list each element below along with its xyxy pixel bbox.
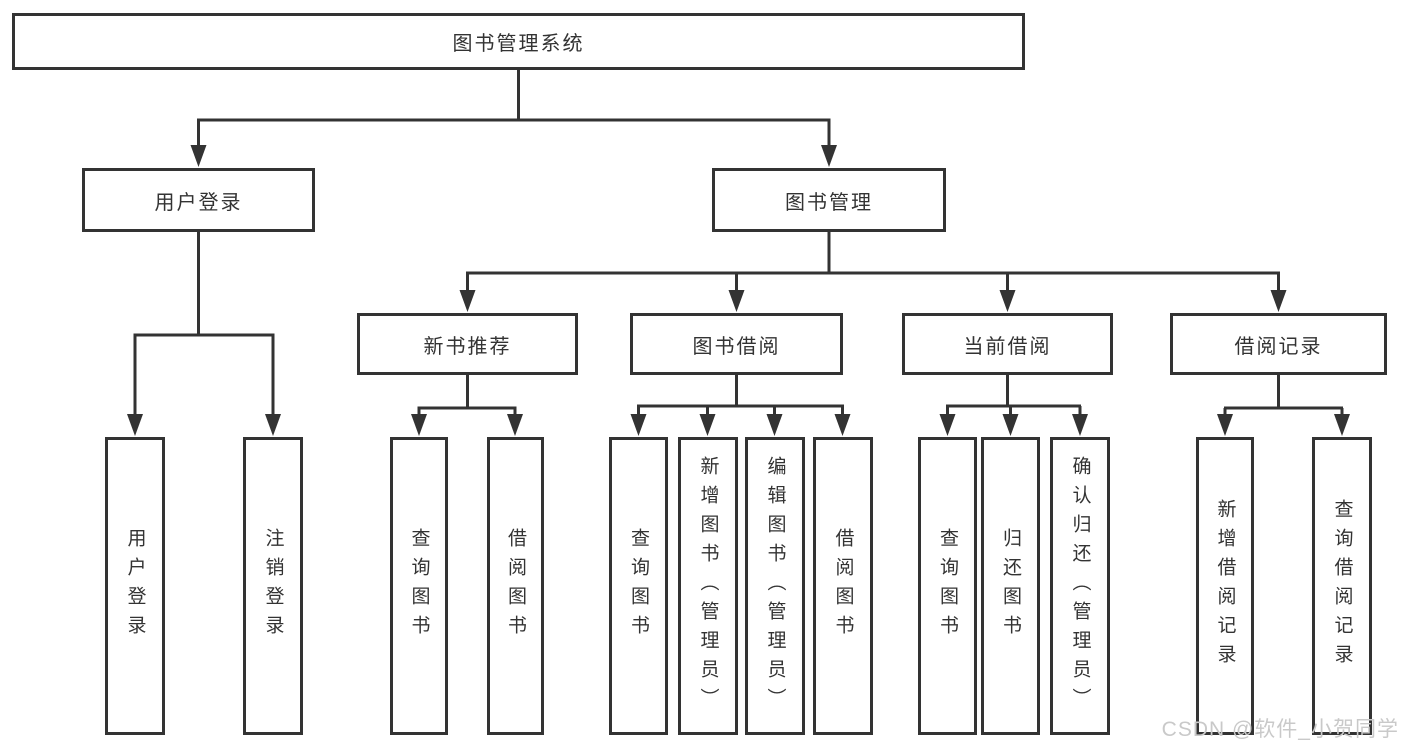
node-borrowing-records-label: 借阅记录: [1234, 335, 1323, 358]
leaf-query-books-current-label: 查询图书: [937, 528, 958, 644]
leaf-borrow-books-label: 借阅图书: [832, 528, 854, 644]
leaf-query-books-current: 查询图书: [918, 437, 977, 735]
leaf-query-books-borrowing-label: 查询图书: [628, 528, 649, 644]
leaf-borrow-books: 借阅图书: [813, 437, 873, 735]
leaf-user-login-label: 用户登录: [124, 528, 146, 644]
leaf-query-borrow-record-label: 查询借阅记录: [1331, 499, 1353, 673]
connector-new-book-recommend-children: [411, 375, 523, 436]
node-new-book-recommend: 新书推荐: [357, 313, 578, 375]
leaf-confirm-return-admin-label: 确认归还（管理员）: [1069, 455, 1091, 717]
node-current-borrowing: 当前借阅: [902, 313, 1113, 375]
node-root: 图书管理系统: [12, 13, 1025, 70]
connector-book-borrowing-children: [630, 375, 851, 436]
leaf-add-borrow-record-label: 新增借阅记录: [1214, 499, 1236, 673]
leaf-logout: 注销登录: [243, 437, 303, 735]
leaf-query-books-recommend: 查询图书: [390, 437, 448, 735]
leaf-query-borrow-record: 查询借阅记录: [1312, 437, 1372, 735]
node-borrowing-records: 借阅记录: [1170, 313, 1387, 375]
connector-current-borrowing-children: [939, 375, 1088, 436]
leaf-add-book-admin-label: 新增图书（管理员）: [697, 455, 719, 717]
leaf-query-books-recommend-label: 查询图书: [408, 528, 430, 644]
node-root-label: 图书管理系统: [452, 33, 585, 55]
leaf-borrow-books-recommend: 借阅图书: [487, 437, 544, 735]
node-book-management: 图书管理: [712, 168, 946, 232]
connector-borrowing-records-children: [1217, 375, 1350, 436]
leaf-add-book-admin: 新增图书（管理员）: [678, 437, 738, 735]
node-book-borrowing: 图书借阅: [630, 313, 843, 375]
leaf-edit-book-admin: 编辑图书（管理员）: [745, 437, 805, 735]
leaf-return-books: 归还图书: [981, 437, 1040, 735]
node-user-login: 用户登录: [82, 168, 315, 232]
node-current-borrowing-label: 当前借阅: [963, 335, 1052, 358]
csdn-watermark: CSDN @软件_小贺同学: [1161, 718, 1399, 741]
leaf-edit-book-admin-label: 编辑图书（管理员）: [764, 455, 786, 717]
node-new-book-recommend-label: 新书推荐: [423, 335, 512, 358]
connector-root-to-level2: [190, 70, 837, 167]
leaf-query-books-borrowing: 查询图书: [609, 437, 668, 735]
leaf-borrow-books-recommend-label: 借阅图书: [505, 528, 526, 644]
leaf-return-books-label: 归还图书: [1000, 528, 1021, 644]
leaf-confirm-return-admin: 确认归还（管理员）: [1050, 437, 1110, 735]
node-book-management-label: 图书管理: [785, 191, 873, 214]
connector-user-login-children: [127, 232, 281, 436]
leaf-logout-label: 注销登录: [262, 528, 284, 644]
leaf-user-login: 用户登录: [105, 437, 165, 735]
node-book-borrowing-label: 图书借阅: [692, 335, 781, 358]
leaf-add-borrow-record: 新增借阅记录: [1196, 437, 1254, 735]
connector-book-management-children: [459, 232, 1287, 312]
node-user-login-label: 用户登录: [154, 191, 243, 214]
